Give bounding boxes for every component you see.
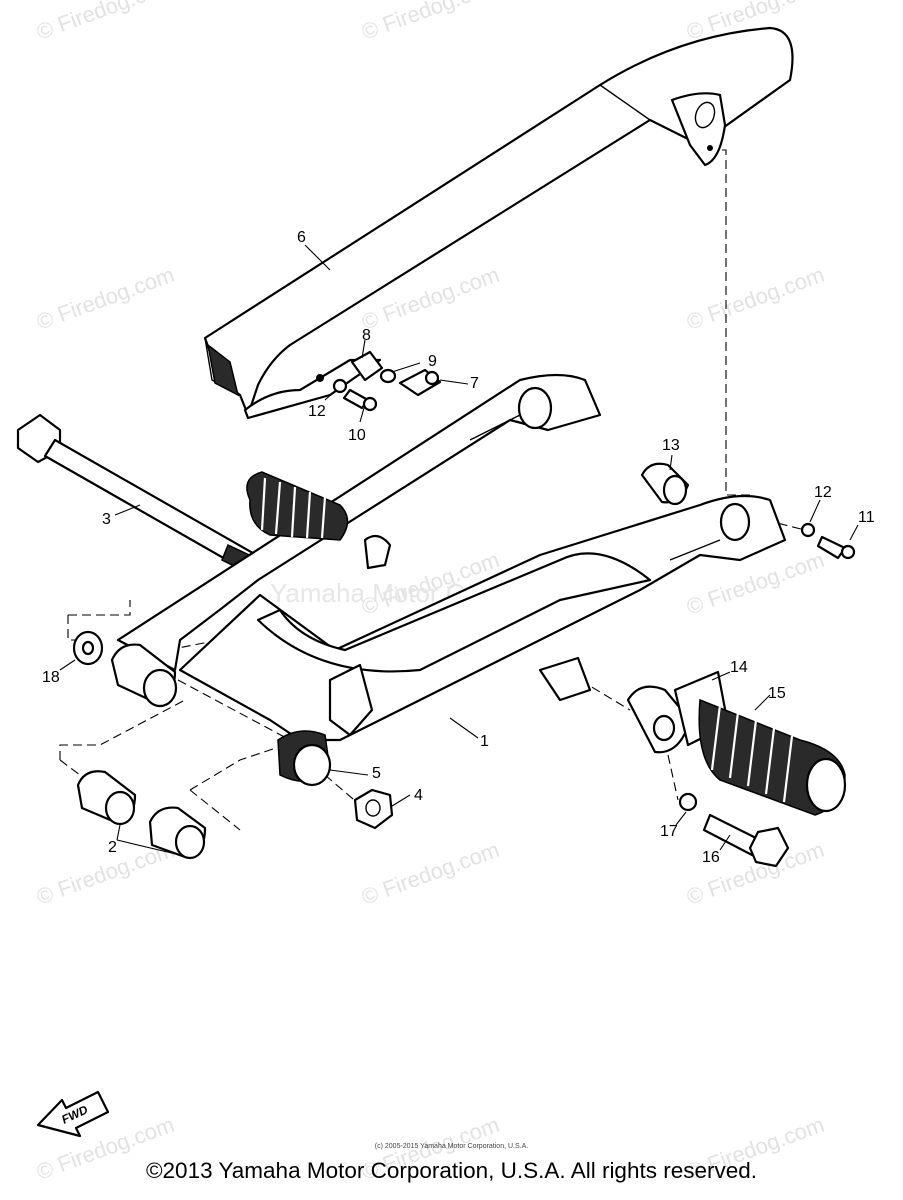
fwd-arrow-icon: FWD xyxy=(36,1090,110,1138)
callout-4: 4 xyxy=(414,787,423,804)
callout-16: 16 xyxy=(702,849,720,866)
callout-11: 11 xyxy=(858,509,875,526)
watermark: © Firedog.com xyxy=(358,837,502,910)
footrest-assembly xyxy=(626,670,847,868)
callout-12: 12 xyxy=(308,403,326,420)
callout-9: 9 xyxy=(428,353,437,370)
chain-guard xyxy=(203,26,794,420)
callout-12b: 12 xyxy=(814,484,832,501)
small-credit: (c) 2005-2015 Yamaha Motor Corporation, … xyxy=(374,1143,529,1150)
bushing-13 xyxy=(640,462,690,506)
callout-17: 17 xyxy=(660,823,678,840)
callout-8: 8 xyxy=(362,327,371,344)
axle xyxy=(16,413,262,576)
footrest-grip-rear xyxy=(246,471,349,541)
washer-18 xyxy=(72,630,104,666)
bushings-2 xyxy=(76,770,207,860)
hardware-right xyxy=(800,522,856,560)
callout-5: 5 xyxy=(372,765,381,782)
watermark: © Firedog.com xyxy=(33,262,177,335)
watermark: © Firedog.com xyxy=(358,0,502,45)
callout-14: 14 xyxy=(730,659,748,676)
watermark: © Firedog.com xyxy=(33,0,177,45)
callout-3: 3 xyxy=(102,511,111,528)
watermark: © Firedog.com xyxy=(683,547,827,620)
callout-1: 1 xyxy=(480,733,489,750)
callout-15: 15 xyxy=(768,685,786,702)
callout-6: 6 xyxy=(297,229,306,246)
callout-2: 2 xyxy=(108,839,117,856)
leader-lines xyxy=(59,244,859,856)
callout-18: 18 xyxy=(42,669,60,686)
nut-4 xyxy=(353,788,394,830)
hardware-chain-guard xyxy=(332,350,442,412)
callout-labels: 6 8 9 7 12 10 3 13 12 11 18 1 5 4 2 14 1… xyxy=(42,229,875,866)
callout-10: 10 xyxy=(348,427,366,444)
swing-arm xyxy=(116,373,787,742)
watermark: © Firedog.com xyxy=(33,837,177,910)
callout-7: 7 xyxy=(470,375,479,392)
pivot-bushing-left xyxy=(110,643,178,708)
pivot-collar-5 xyxy=(277,730,332,787)
watermark: © Firedog.com xyxy=(683,262,827,335)
callout-13: 13 xyxy=(662,437,680,454)
copyright-footer: ©2013 Yamaha Motor Corporation, U.S.A. A… xyxy=(145,1158,758,1183)
watermark-layer: © Firedog.com © Firedog.com © Firedog.co… xyxy=(33,0,827,1185)
